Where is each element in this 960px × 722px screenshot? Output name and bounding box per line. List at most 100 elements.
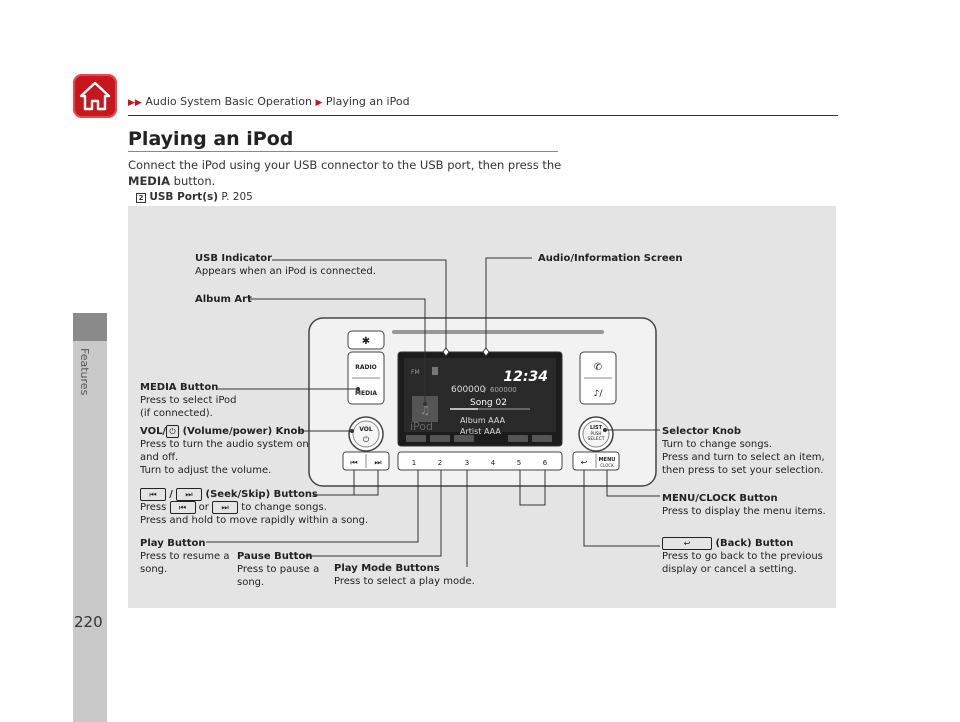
callout-media-desc1: Press to select iPod [140,395,237,406]
menu-button-label: MENU [599,457,616,463]
leader-pause [303,470,442,557]
hazard-icon: ✱ [362,336,370,347]
selector-list-label: LIST [590,425,603,431]
power-icon: ⏻ [166,425,180,438]
preset-5: 5 [517,459,521,467]
softkey-mode [454,435,474,442]
softkey-play [406,435,426,442]
back-icon: ↩ [581,458,588,467]
selector-push-label: PUSH [591,431,602,436]
callout-back-title: (Back) Button [712,538,794,549]
hazard-button [347,330,385,350]
callout-back-desc2: display or cancel a setting. [662,564,797,575]
preset-4: 4 [491,459,496,467]
breadcrumb-item-ipod[interactable]: Playing an iPod [325,95,410,108]
callout-pause-desc1: Press to pause a [237,564,320,575]
callout-screen-title: Audio/Information Screen [538,253,683,264]
preset-button-row [397,451,563,471]
chevron-right-icon: ▶ [315,98,323,108]
softkey-5 [508,435,528,442]
progress-bar [450,408,530,410]
leader-play [206,470,419,543]
sidebar-tab-marker [73,313,107,341]
callout-vol-desc2: and off. [140,452,179,463]
sidebar [73,313,107,722]
leader-lines [206,257,660,567]
skip-back-icon: ⏮ [350,458,357,467]
preset-3: 3 [465,459,469,467]
media-button-label: MEDIA [355,390,377,397]
callout-vol-title-a: VOL/ [140,426,167,437]
callout-pause-title: Pause Button [237,551,313,562]
preset-1: 1 [412,459,416,467]
callout-album-title: Album Art [195,294,252,305]
xref-icon: 2 [136,193,146,203]
callout-seek-desc1c: to change songs. [238,502,327,513]
callout-audio-screen: Audio/Information Screen [538,252,683,265]
callout-selector-title: Selector Knob [662,426,742,437]
callout-menu-clock: MENU/CLOCK Button Press to display the m… [662,492,826,518]
usb-indicator [432,367,438,375]
intro-text-end: button. [170,174,216,188]
leader-seek [313,470,379,496]
home-button[interactable] [73,74,117,118]
band-indicator: FM [411,369,420,376]
album-art-icon: ♫ [420,403,431,417]
skip-forward-icon: ⏭ [374,458,381,467]
callout-pause-desc2: song. [237,577,265,588]
callout-selector-knob: Selector Knob Turn to change songs. Pres… [662,425,825,477]
cross-reference[interactable]: 2 USB Port(s) P. 205 [136,191,253,203]
chevron-right-icon: ▶▶ [128,98,142,108]
title-rule [128,151,558,152]
album-name: Album AAA [460,416,506,425]
callout-play-button: Play Button Press to resume a song. [140,537,230,576]
xref-page[interactable]: P. 205 [221,191,253,203]
callout-play-desc2: song. [140,564,168,575]
callout-media-desc2: (if connected). [140,408,213,419]
phone-hangup-icon: ♪/ [594,389,604,399]
power-icon: ⏻ [363,435,370,444]
usb-marker [442,347,450,357]
page-title: Playing an iPod [128,128,294,150]
softkey-pause [430,435,450,442]
callout-menu-title: MENU/CLOCK Button [662,493,778,504]
preset-6: 6 [543,459,548,467]
callout-playmode-desc: Press to select a play mode. [334,576,475,587]
callout-back-desc1: Press to go back to the previous [662,551,823,562]
phone-pickup-icon: ✆ [594,362,602,373]
callout-media-button: MEDIA Button Press to select iPod (if co… [140,381,237,420]
dot-media [356,387,360,391]
dot-selector [603,428,607,432]
leader-presets [519,470,546,506]
selector-select-label: SELECT [588,436,605,442]
leader-screen [485,257,532,352]
track-total: 600000 [490,386,517,394]
callout-seek-skip: ⏮ / ⏭ (Seek/Skip) Buttons Press ⏮ or ⏭ t… [140,488,369,526]
preset-2: 2 [438,459,442,467]
dot-vol [350,429,354,433]
xref-label[interactable]: USB Port(s) [149,191,219,203]
intro-paragraph: Connect the iPod using your USB connecto… [128,157,568,189]
callout-back-button: ↩ (Back) Button Press to go back to the … [662,537,823,576]
callout-vol-title-b: (Volume/power) Knob [179,426,305,437]
callout-play-desc1: Press to resume a [140,551,230,562]
header-rule [128,115,838,116]
page-number: 220 [74,613,103,631]
cd-slot [392,330,604,334]
breadcrumb-item-audio[interactable]: Audio System Basic Operation [145,95,312,108]
skip-forward-icon: ⏭ [176,488,203,501]
callout-vol-knob: VOL/⏻ (Volume/power) Knob Press to turn … [140,425,309,477]
callout-menu-desc: Press to display the menu items. [662,506,826,517]
callout-seek-desc2: Press and hold to move rapidly within a … [140,515,369,526]
leader-album-art [249,298,426,404]
leader-usb [272,259,447,352]
ipod-source-label: iPod [410,420,433,433]
callout-play-mode: Play Mode Buttons Press to select a play… [334,562,475,588]
callout-selector-desc1: Turn to change songs. [662,439,772,450]
selector-knob-inner [582,420,610,448]
sidebar-label[interactable]: Features [78,348,91,396]
callout-seek-desc1b: or [195,502,213,513]
leader-markers [442,347,490,357]
screen-marker [482,347,490,357]
leader-back [583,470,660,547]
